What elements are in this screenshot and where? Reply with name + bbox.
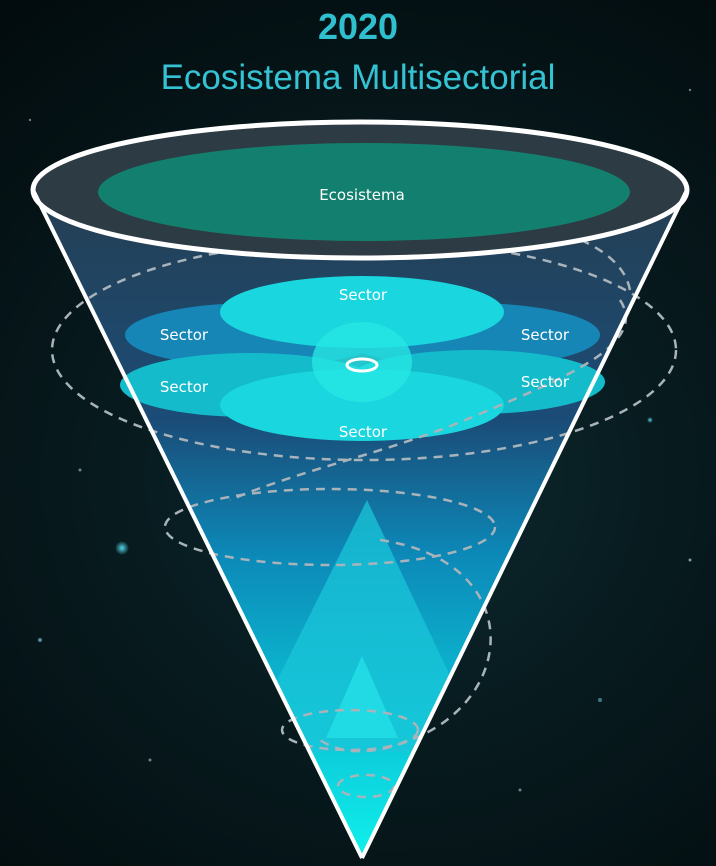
sector-center-ring (345, 357, 379, 373)
star (688, 558, 692, 562)
star-field (28, 88, 692, 792)
star (115, 541, 129, 555)
star (688, 88, 692, 92)
sector-label-low-left: Sector (160, 378, 209, 396)
growth-triangle-large (249, 500, 479, 752)
sector-petal-bottom (220, 369, 504, 441)
star (647, 417, 653, 423)
spiral-arc-right (229, 299, 628, 502)
sector-petals (120, 276, 605, 441)
star (78, 468, 82, 472)
sector-label-mid-left: Sector (160, 326, 209, 344)
sector-center (312, 322, 412, 402)
ecosystem-ellipse (98, 143, 630, 241)
cone-edge-left (32, 191, 364, 859)
bottom-orbit (336, 773, 396, 799)
star (28, 118, 32, 122)
middle-orbit (163, 487, 497, 567)
sector-petal-top (220, 276, 504, 348)
star (518, 788, 522, 792)
year-title: 2020 (317, 6, 399, 47)
sector-label-mid-right: Sector (521, 326, 570, 344)
lower-orbit (280, 708, 420, 752)
star (598, 698, 602, 702)
sector-label-low-right: Sector (521, 373, 570, 391)
sector-label-bottom: Sector (339, 423, 388, 441)
star (38, 638, 42, 642)
spiral-arc-lower (319, 538, 492, 753)
funnel-inner (249, 500, 479, 752)
growth-triangle-small (326, 656, 398, 738)
outer-orbit (50, 238, 678, 462)
star (148, 758, 152, 762)
diagram-title: Ecosistema Multisectorial (160, 58, 556, 97)
sector-label-top: Sector (339, 286, 388, 304)
ecosystem-label: Ecosistema (319, 186, 405, 204)
cone-edge-right (360, 191, 688, 859)
